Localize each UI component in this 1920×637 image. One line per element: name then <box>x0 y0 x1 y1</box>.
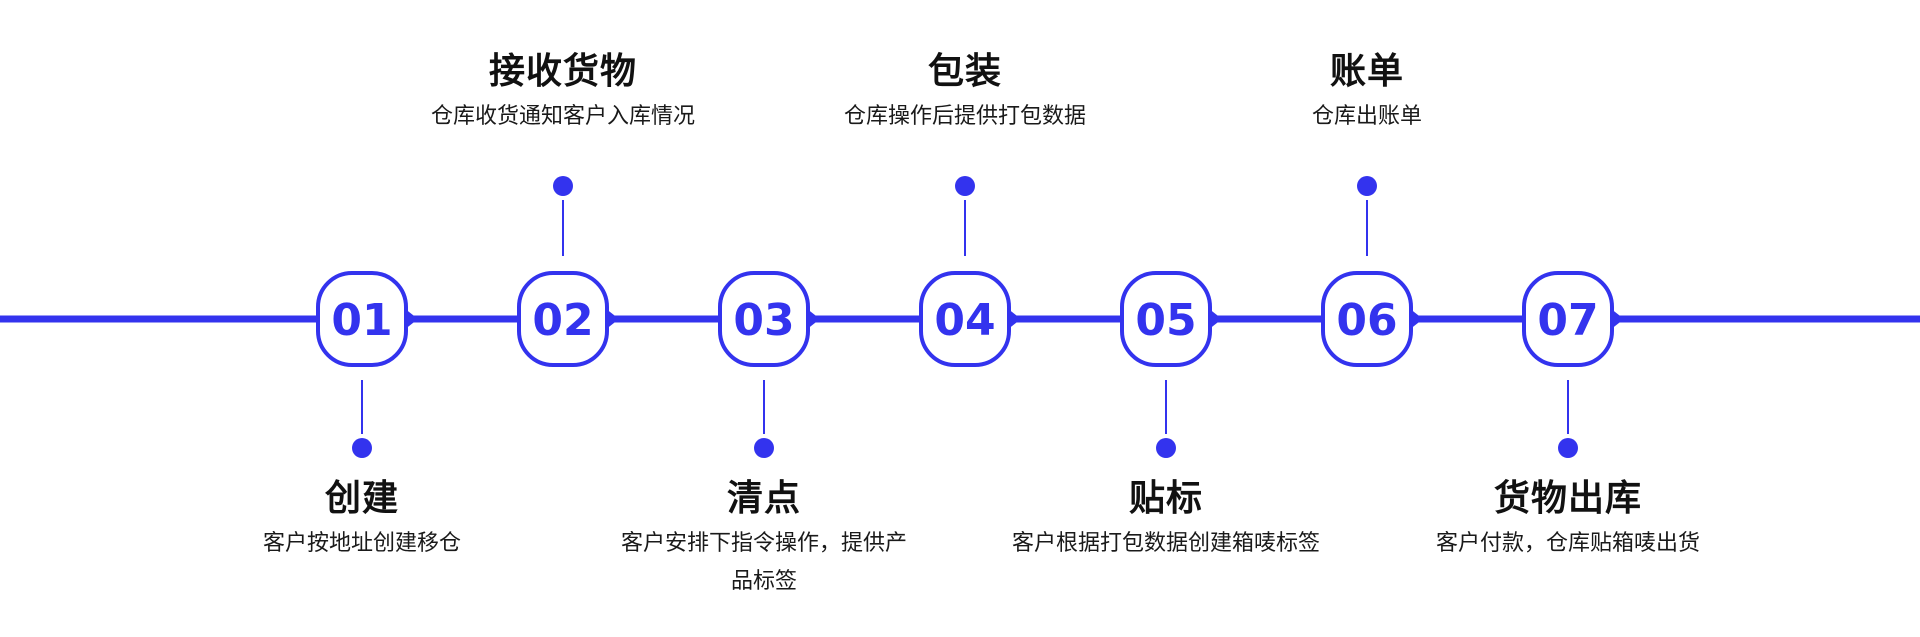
timeline-step-02: 02 <box>517 176 619 367</box>
step-title: 创建 <box>324 478 399 519</box>
step-number: 05 <box>1135 295 1196 346</box>
step-title: 包装 <box>927 51 1002 92</box>
step-description: 客户付款，仓库贴箱唛出货 <box>1435 531 1700 556</box>
timeline-step-01: 01 <box>316 271 418 458</box>
step-number: 02 <box>532 295 593 346</box>
step-title: 账单 <box>1329 51 1404 92</box>
step-label-02: 接收货物仓库收货通知客户入库情况 <box>383 50 743 136</box>
step-number: 03 <box>733 295 794 346</box>
step-description: 仓库操作后提供打包数据 <box>843 104 1086 129</box>
connector-dot <box>352 438 372 458</box>
step-label-05: 贴标客户根据打包数据创建箱唛标签 <box>986 477 1346 563</box>
step-arrow-tip <box>1208 308 1222 330</box>
timeline-step-03: 03 <box>718 271 820 458</box>
connector-dot <box>955 176 975 196</box>
timeline-step-05: 05 <box>1120 271 1222 458</box>
step-label-07: 货物出库客户付款，仓库贴箱唛出货 <box>1388 477 1748 563</box>
connector-dot <box>1156 438 1176 458</box>
step-description: 仓库出账单 <box>1311 104 1422 129</box>
connector-dot <box>754 438 774 458</box>
step-title: 清点 <box>726 478 801 519</box>
step-number: 07 <box>1537 295 1598 346</box>
step-arrow-tip <box>404 308 418 330</box>
step-label-01: 创建客户按地址创建移仓 <box>182 477 542 563</box>
connector-dot <box>1558 438 1578 458</box>
connector-dot <box>553 176 573 196</box>
step-number: 01 <box>331 295 392 346</box>
step-number: 06 <box>1336 295 1397 346</box>
step-arrow-tip <box>1007 308 1021 330</box>
step-title: 贴标 <box>1128 478 1203 519</box>
step-title: 货物出库 <box>1493 478 1642 519</box>
step-description: 客户根据打包数据创建箱唛标签 <box>1011 531 1320 556</box>
step-description: 仓库收货通知客户入库情况 <box>430 104 695 129</box>
step-label-03: 清点客户安排下指令操作，提供产品标签 <box>594 477 934 601</box>
timeline-step-04: 04 <box>919 176 1021 367</box>
step-description: 客户按地址创建移仓 <box>262 531 461 556</box>
timeline-step-07: 07 <box>1522 271 1624 458</box>
step-label-06: 账单仓库出账单 <box>1187 50 1547 136</box>
step-title: 接收货物 <box>488 51 637 92</box>
step-arrow-tip <box>806 308 820 330</box>
step-arrow-tip <box>1409 308 1423 330</box>
timeline-step-06: 06 <box>1321 176 1423 367</box>
step-arrow-tip <box>1610 308 1624 330</box>
step-description: 客户安排下指令操作，提供产品标签 <box>620 531 907 594</box>
connector-dot <box>1357 176 1377 196</box>
step-number: 04 <box>934 295 995 346</box>
step-label-04: 包装仓库操作后提供打包数据 <box>785 50 1145 136</box>
step-arrow-tip <box>605 308 619 330</box>
